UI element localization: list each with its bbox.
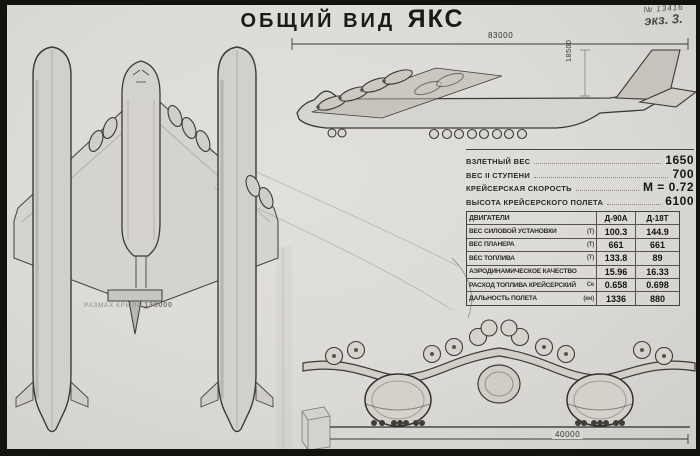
- spec-row-cruise-altitude: ВЫСОТА КРЕЙСЕРСКОГО ПОЛЕТА 6100: [466, 193, 694, 208]
- table-row-range: ДАЛЬНОСТЬ ПОЛЕТА(км) 1336 880: [467, 291, 679, 305]
- engine-nacelles-plan: [88, 105, 274, 209]
- table-row-fuel-weight: ВЕС ТОПЛИВА(Т) 133.8 89: [467, 251, 679, 265]
- page-title: ОБЩИЙ ВИД ЯКС: [180, 5, 525, 34]
- title-prefix: ОБЩИЙ ВИД: [240, 10, 396, 32]
- landing-gear-front: [371, 420, 625, 426]
- stamp-copy: экз. 3.: [643, 11, 684, 29]
- table-row-aero-quality: АЭРОДИНАМИЧЕСКОЕ КАЧЕСТВО 15.96 16.33: [467, 264, 679, 278]
- side-view-drawing: [291, 38, 698, 140]
- document-stamp: № 13416 экз. 3.: [643, 3, 685, 29]
- table-header-engine2: Д-18Т: [635, 212, 679, 225]
- wingspan-value: 136000: [144, 300, 173, 309]
- track-dimension-label: 40000: [552, 430, 584, 439]
- table-row-airframe-weight: ВЕС ПЛАНЕРА(Т) 661 661: [467, 237, 679, 252]
- loading-ramp-box: [301, 406, 331, 451]
- front-view-drawing: [301, 319, 696, 451]
- table-header-engines: ДВИГАТЕЛИ: [469, 214, 510, 222]
- center-pod-plan: [107, 60, 163, 335]
- dotted-leader: [534, 176, 669, 178]
- engine-nacelles-side: [316, 69, 464, 111]
- paper-crease: [276, 246, 292, 450]
- sweep-arc: [451, 257, 473, 319]
- center-pod-front: [477, 364, 521, 404]
- spec-row-cruise-speed: КРЕЙСЕРСКАЯ СКОРОСТЬ М = 0.72: [466, 180, 694, 194]
- wingspan-dimension-label: РАЗМАХ КРЫЛА 136000: [84, 300, 173, 309]
- spec-row-stage2-weight: ВЕС II СТУПЕНИ 700: [466, 166, 694, 181]
- table-header-engine1: Д-90А: [596, 212, 635, 225]
- title-designation: ЯКС: [407, 5, 465, 33]
- track-dimension-line: [319, 434, 689, 444]
- wingspan-label-text: РАЗМАХ КРЫЛА: [84, 302, 142, 309]
- table-row-powerplant-weight: ВЕС СИЛОВОЙ УСТАНОВКИ(Т) 100.3 144.9: [467, 224, 679, 238]
- landing-gear-side: [327, 128, 528, 140]
- cockpit-windows: [132, 69, 150, 83]
- dotted-leader: [534, 163, 662, 164]
- wing-front: [302, 347, 696, 384]
- length-dimension-line: [291, 38, 689, 50]
- plan-view-drawing: [13, 45, 473, 433]
- dotted-leader: [575, 190, 639, 191]
- spec-row-takeoff-weight: ВЗЛЕТНЫЙ ВЕС 1650: [466, 153, 694, 167]
- specs-block: ВЗЛЕТНЫЙ ВЕС 1650 ВЕС II СТУПЕНИ 700 КРЕ…: [466, 149, 694, 208]
- tail-cone-plan: [128, 300, 142, 335]
- engine-comparison-table: ДВИГАТЕЛИ Д-90А Д-18Т ВЕС СИЛОВОЙ УСТАНО…: [466, 211, 680, 306]
- fuselage-front-section: [364, 373, 432, 427]
- tailplane-plan: [107, 289, 163, 302]
- height-dimension-line: [580, 49, 590, 97]
- table-header-row: ДВИГАТЕЛИ Д-90А Д-18Т: [467, 212, 679, 225]
- fuselage-pod-plan: [15, 46, 89, 433]
- engine-nacelles-front: [324, 319, 674, 366]
- length-dimension-label: 83000: [488, 31, 514, 40]
- height-dimension-label: 18500: [566, 39, 573, 62]
- dotted-leader: [607, 203, 662, 205]
